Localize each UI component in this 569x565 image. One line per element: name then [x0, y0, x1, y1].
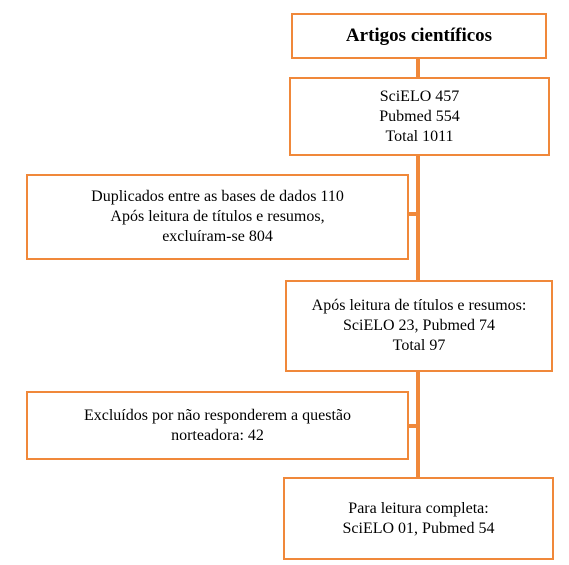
after-screening-counts: SciELO 23, Pubmed 74 — [343, 317, 495, 334]
after-screening-total: Total 97 — [392, 337, 446, 354]
title-text: Artigos científicos — [345, 25, 493, 46]
excluded-question-text: Excluídos por não responderem a questão — [83, 406, 352, 424]
excluded-question-box: Excluídos por não responderem a questão … — [26, 391, 409, 460]
after-screening-box: Após leitura de títulos e resumos: SciEL… — [285, 280, 553, 372]
branch-connector-duplicates — [408, 212, 418, 216]
excluded-question-count: norteadora: 42 — [171, 426, 264, 444]
excluded-count-text: excluíram-se 804 — [162, 228, 273, 245]
total-count: Total 1011 — [385, 127, 454, 145]
title-box: Artigos científicos — [291, 13, 547, 59]
duplicates-text: Duplicados entre as bases de dados 110 — [91, 188, 344, 205]
screening-text: Após leitura de títulos e resumos, — [110, 208, 325, 225]
sources-box: SciELO 457 Pubmed 554 Total 1011 — [289, 77, 550, 156]
excluded-duplicates-box: Duplicados entre as bases de dados 110 A… — [26, 174, 409, 260]
final-reading-counts: SciELO 01, Pubmed 54 — [342, 519, 495, 537]
scielo-count: SciELO 457 — [379, 87, 460, 105]
after-screening-heading: Após leitura de títulos e resumos: — [311, 297, 527, 314]
pubmed-count: Pubmed 554 — [379, 107, 460, 125]
final-reading-heading: Para leitura completa: — [348, 499, 489, 517]
branch-connector-excluded — [408, 424, 418, 428]
main-flow-line — [416, 58, 420, 478]
final-reading-box: Para leitura completa: SciELO 01, Pubmed… — [283, 477, 554, 560]
